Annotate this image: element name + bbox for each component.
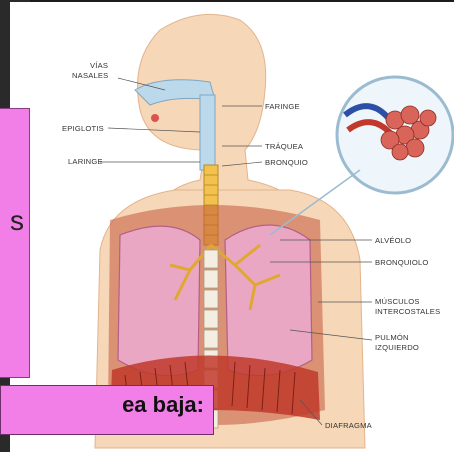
label-vias-nasales-1: VÍAS	[90, 61, 108, 70]
pharynx	[200, 95, 215, 170]
right-lung	[118, 226, 200, 376]
label-laringe: LARINGE	[68, 157, 103, 166]
bottom-caption-text: ea baja:	[0, 392, 214, 418]
label-pulmon-1: PULMÓN	[375, 333, 409, 342]
left-overlay-box	[0, 108, 30, 378]
label-faringe: FARINGE	[265, 102, 300, 111]
label-pulmon-2: IZQUIERDO	[375, 343, 419, 352]
mouth-mark	[151, 114, 159, 122]
label-epiglotis: EPIGLOTIS	[62, 124, 104, 133]
label-diafragma: DIAFRAGMA	[325, 421, 373, 430]
label-alveolo: ALVÉOLO	[375, 236, 411, 245]
label-musculos-1: MÚSCULOS	[375, 297, 420, 306]
label-bronquiolo: BRONQUIOLO	[375, 258, 428, 267]
label-vias-nasales-2: NASALES	[72, 71, 108, 80]
label-traquea: TRÁQUEA	[265, 142, 304, 151]
label-bronquio: BRONQUIO	[265, 158, 308, 167]
left-overlay-text: s	[10, 205, 24, 237]
left-lung	[225, 225, 312, 376]
label-musculos-2: INTERCOSTALES	[375, 307, 440, 316]
